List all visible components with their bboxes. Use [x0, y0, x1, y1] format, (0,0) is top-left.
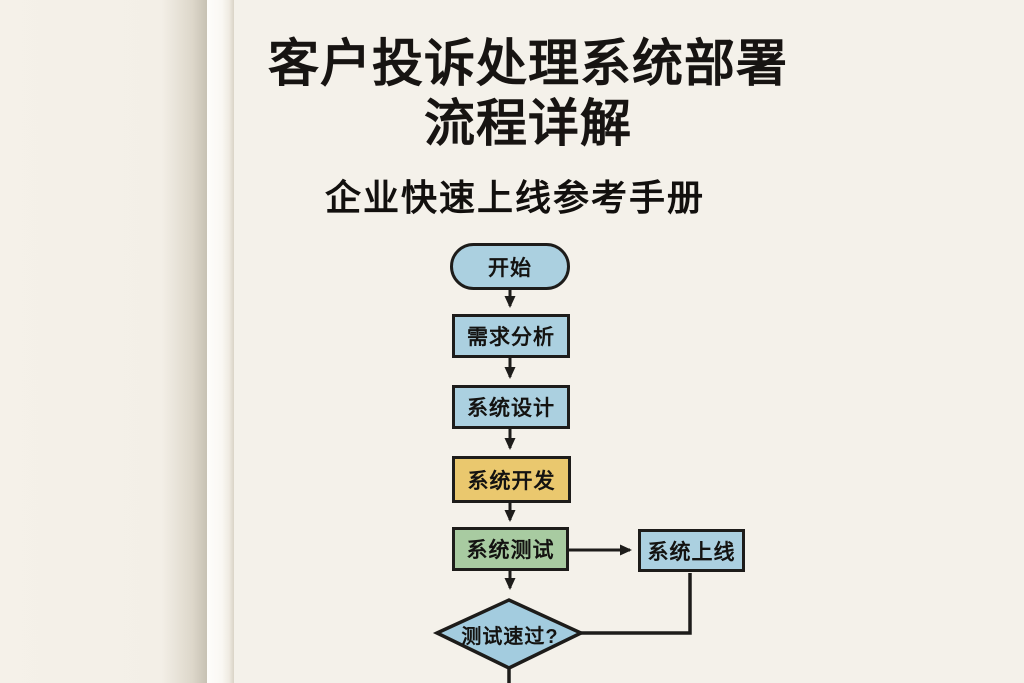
flow-node-test-passed-label: 测试速过? — [461, 625, 559, 648]
flow-node-system-design: 系统设计 — [452, 385, 570, 429]
document-page — [234, 0, 1024, 683]
page-title-line1: 客户投诉处理系统部署 — [267, 35, 788, 92]
flow-node-requirement-analysis-label: 需求分析 — [467, 326, 555, 349]
page-title: 客户投诉处理系统部署 流程详解 — [233, 34, 823, 154]
flow-node-test-passed: 测试速过? — [434, 621, 586, 648]
flow-node-system-launch: 系统上线 — [638, 529, 745, 572]
page-title-line2: 流程详解 — [423, 95, 632, 153]
flow-node-start: 开始 — [450, 243, 570, 290]
background-surface — [0, 0, 207, 683]
flow-node-system-launch-label: 系统上线 — [647, 540, 736, 564]
flow-node-system-testing-label: 系统测试 — [466, 539, 555, 562]
flow-node-system-design-label: 系统设计 — [467, 397, 555, 420]
flow-node-start-label: 开始 — [488, 256, 532, 280]
page-subtitle: 企业快速上线参考手册 — [324, 177, 705, 218]
flow-node-system-testing: 系统测试 — [452, 527, 569, 571]
flow-node-system-development: 系统开发 — [452, 456, 571, 503]
page-edge-highlight — [207, 0, 234, 683]
flow-node-requirement-analysis: 需求分析 — [452, 314, 570, 358]
flow-node-system-development-label: 系统开发 — [467, 469, 556, 493]
